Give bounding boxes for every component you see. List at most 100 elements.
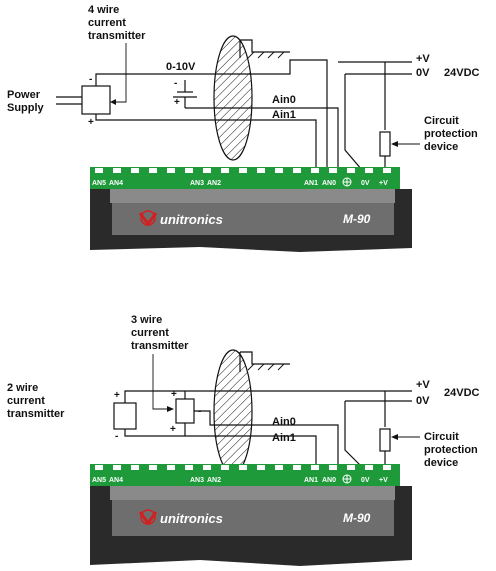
ground-tick-3 [267,51,275,59]
shield-ground-line-2 [240,351,290,365]
terminal-an2: AN2 [207,180,221,187]
signal-label-ain0-2: Ain0 [272,416,296,428]
protection-label-line2: protection [424,128,478,140]
zero-v-drop [344,74,363,171]
terminal-screws-2 [95,465,391,470]
polarity-3wire-plus-1: + [171,389,177,400]
terminal-strip-labels-bar-2 [90,472,400,486]
wire-ain1 [235,119,317,170]
two-wire-top-wire [124,390,243,403]
ground-tick-2-3 [267,363,275,371]
protection-label-line1: Circuit [424,115,459,127]
zero-v-drop-2 [344,401,363,468]
protection-label-2-line3: device [424,457,458,469]
supply-label-plus-v-2: +V [416,379,430,391]
signal-label-ain0: Ain0 [272,94,296,106]
transmitter-label-line1: 4 wire [88,4,119,16]
transmitter-wire-bottom [95,114,235,121]
transmitter-label-line3: transmitter [88,30,146,42]
power-supply-label-line1: Power [7,89,41,101]
protection-label-2-line2: protection [424,444,478,456]
ground-tick-2 [257,51,265,59]
earth-ground-icon [342,177,352,187]
transmitter3-label-line3: transmitter [131,340,189,352]
two-wire-transmitter-box [113,402,137,430]
pointer-arrowhead [110,99,116,105]
terminal-an2-2: AN2 [207,477,221,484]
wire-ain1-2 [235,435,317,467]
terminal-an1: AN1 [304,180,318,187]
cable-shield [213,35,253,161]
brand-name-2: unitronics [160,511,223,526]
brand-name: unitronics [160,212,223,227]
transmitter3-pointer-line [152,354,170,410]
transmitter-label-line2: current [88,17,126,29]
supply-voltage-label: 24VDC [444,67,480,79]
two-wire-bottom-wire [124,429,235,437]
polarity-2wire-plus: + [114,390,120,401]
power-supply-label-line2: Supply [7,102,45,114]
plc-top-bezel [110,189,395,203]
diagram-1: 4 wire current transmitter Power Supply … [7,4,480,252]
terminal-an1-2: AN1 [304,477,318,484]
ground-tick-2-4 [277,363,285,371]
protection-label-line3: device [424,141,458,153]
transmitter2-label-line1: 2 wire [7,382,38,394]
terminal-an3: AN3 [190,180,204,187]
polarity-minus-1: - [89,74,92,85]
terminal-an0-2: AN0 [322,477,336,484]
signal-label-ain1-2: Ain1 [272,432,296,444]
transmitter2-label-line3: transmitter [7,408,65,420]
terminal-screws-1 [95,168,391,173]
terminal-an5-2: AN5 [92,477,106,484]
signal-label-ain1: Ain1 [272,109,296,121]
supply-label-0v-2: 0V [416,395,430,407]
terminal-plus-v: +V [379,180,388,187]
transmitter3-label-line1: 3 wire [131,314,162,326]
polarity-2wire-minus: - [115,431,118,442]
terminal-an4: AN4 [109,180,123,187]
terminal-an5: AN5 [92,180,106,187]
wire-ain0 [235,107,339,170]
unitronics-logo-icon-2 [138,509,158,526]
terminal-0v-2: 0V [361,477,370,484]
wire-ain0-2 [235,424,339,467]
transmitter3-label-line2: current [131,327,169,339]
earth-ground-icon-2 [342,474,352,484]
supply-label-0v: 0V [416,67,430,79]
fuse-symbol [379,131,391,157]
model-name-2: M-90 [343,511,371,525]
wire-to-an1 [243,59,328,170]
terminal-an3-2: AN3 [190,477,204,484]
terminal-an4-2: AN4 [109,477,123,484]
terminal-an0: AN0 [322,180,336,187]
three-wire-transmitter-box [175,398,195,424]
terminal-plus-v-2: +V [379,477,388,484]
polarity-minus-2: - [174,78,177,89]
fuse-symbol-2 [379,428,391,452]
four-wire-transmitter-box [81,85,111,115]
unitronics-logo-icon [138,210,158,227]
protection-label-2-line1: Circuit [424,431,459,443]
shield-ground-line [240,39,290,53]
polarity-plus-1: + [88,117,94,128]
ground-tick-2-1 [247,363,255,371]
voltage-source-label: 0-10V [166,61,196,73]
transmitter2-label-line2: current [7,395,45,407]
cable-shield-2 [213,349,253,475]
fuse-pointer-arrowhead-2 [391,434,398,440]
ground-tick-1 [247,51,255,59]
supply-voltage-label-2: 24VDC [444,387,480,399]
plc-top-bezel-2 [110,486,395,500]
terminal-0v: 0V [361,180,370,187]
transmitter-pointer-line [112,43,127,103]
model-name: M-90 [343,212,371,226]
supply-label-plus-v: +V [416,53,430,65]
plc-front-panel [112,203,394,235]
polarity-3wire-plus-2: + [170,424,176,435]
polarity-plus-2: + [174,97,180,108]
diagram-2: 3 wire current transmitter 2 wire curren… [7,314,480,566]
transmitter-wire-top [95,73,243,86]
fuse-pointer-arrowhead [391,141,398,147]
